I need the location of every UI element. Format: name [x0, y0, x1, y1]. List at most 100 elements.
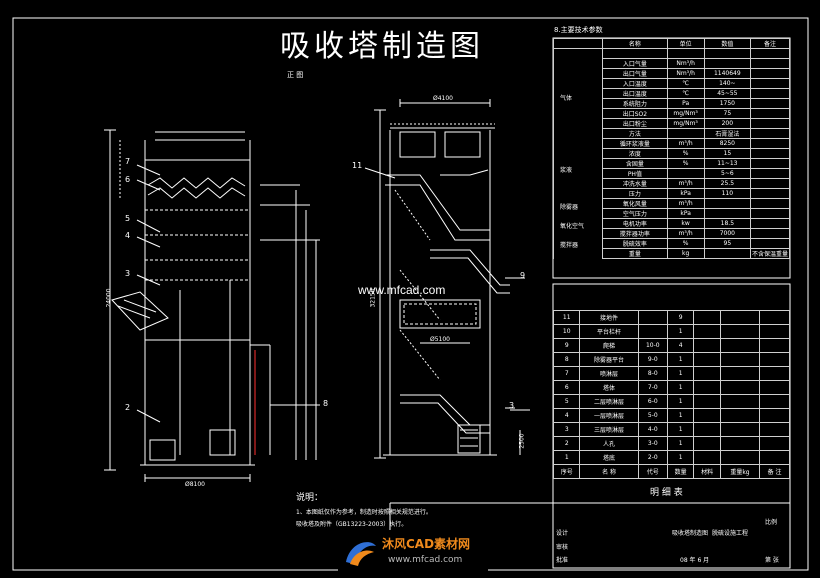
part-leaders [136, 164, 525, 423]
bom-header-cell: 材料 [693, 464, 721, 479]
bom-header-cell: 名 称 [579, 464, 639, 479]
bom-cell [719, 380, 761, 395]
params-cell: m³/h [666, 138, 705, 149]
params-cell [703, 58, 751, 69]
dimension-label: Ø8100 [185, 481, 205, 488]
bom-title: 明 细 表 [650, 488, 683, 498]
bom-cell: 三层喷淋层 [579, 422, 639, 437]
tower-front-view [104, 129, 320, 482]
params-cell: 不含保温重量 [749, 248, 791, 259]
params-cell [749, 168, 791, 179]
params-cell: 11~13 [703, 158, 751, 169]
note-2: 吸收塔及附件（GB13223-2003）执行。 [296, 521, 408, 528]
params-cell: 140~ [703, 78, 751, 89]
bom-cell [719, 310, 761, 325]
bom-cell [759, 422, 790, 437]
params-header-cell: 名称 [602, 38, 668, 49]
params-group: 浆液 [560, 167, 573, 174]
params-cell: 系统阻力 [602, 98, 668, 109]
bom-cell [719, 352, 761, 367]
bom-cell: 1 [666, 450, 695, 465]
bom-cell [759, 436, 790, 451]
params-cell: 出口温度 [602, 88, 668, 99]
params-row: 浓度%15 [552, 148, 791, 159]
bom-cell: 3-0 [637, 436, 668, 451]
params-header-cell: 备注 [749, 38, 791, 49]
params-cell [749, 88, 791, 99]
bom-cell [719, 338, 761, 353]
bom-cell: 塔体 [579, 380, 639, 395]
bom-cell [693, 436, 721, 451]
params-cell: mg/Nm³ [666, 108, 705, 119]
part-label: 11 [352, 161, 363, 170]
title-block-company: 脱硫设施工程 [712, 530, 749, 537]
params-cell [703, 48, 751, 59]
params-cell: 浓度 [602, 148, 668, 159]
params-cell: 1750 [703, 98, 751, 109]
params-row [552, 48, 791, 59]
params-cell: 空气压力 [602, 208, 668, 219]
params-cell: 电机功率 [602, 218, 668, 229]
params-cell: Pa [666, 98, 705, 109]
bom-cell [693, 394, 721, 409]
params-cell: 冲洗水量 [602, 178, 668, 189]
bom-cell: 4 [552, 408, 581, 423]
bom-cell: 1 [666, 366, 695, 381]
title-block-check: 审核 [556, 544, 569, 551]
bom-cell [719, 436, 761, 451]
params-cell: 110 [703, 188, 751, 199]
params-cell: ℃ [666, 78, 705, 89]
params-row: 方法石膏湿法 [552, 128, 791, 139]
params-cell: 搅拌器功率 [602, 228, 668, 239]
params-cell: 含固量 [602, 158, 668, 169]
params-cell [703, 208, 751, 219]
title-block-approve: 批准 [556, 557, 569, 564]
params-cell: m³/h [666, 198, 705, 209]
bom-cell [637, 310, 668, 325]
params-cell [749, 188, 791, 199]
bom-cell: 2-0 [637, 450, 668, 465]
bom-cell [759, 324, 790, 339]
params-cell: kw [666, 218, 705, 229]
bom-cell: 5-0 [637, 408, 668, 423]
part-label: 2 [125, 403, 131, 412]
bom-cell: 1 [666, 380, 695, 395]
bom-cell: 7 [552, 366, 581, 381]
params-cell: 石膏湿法 [703, 128, 751, 139]
bom-cell: 10-0 [637, 338, 668, 353]
bom-cell [693, 380, 721, 395]
params-group: 搅拌器 [560, 242, 579, 249]
params-cell: 重量 [602, 248, 668, 259]
bom-cell: 6 [552, 380, 581, 395]
logo-url: www.mfcad.com [388, 555, 463, 565]
logo-icon [346, 542, 376, 566]
dimension-label: Ø4100 [433, 95, 453, 102]
params-cell: 压力 [602, 188, 668, 199]
title-block-scale: 比例 [765, 519, 778, 526]
params-cell: 15 [703, 148, 751, 159]
params-cell [749, 158, 791, 169]
bom-cell: 7-0 [637, 380, 668, 395]
bom-cell [759, 408, 790, 423]
params-cell: 75 [703, 108, 751, 119]
part-label: 9 [520, 271, 526, 280]
bom-cell: 8 [552, 352, 581, 367]
params-cell: 循环浆液量 [602, 138, 668, 149]
params-cell [749, 198, 791, 209]
params-cell [749, 208, 791, 219]
params-cell: 18.5 [703, 218, 751, 229]
bom-cell: 2 [552, 436, 581, 451]
params-cell: 1140649 [703, 68, 751, 79]
bom-cell [719, 450, 761, 465]
bom-header-cell: 重量kg [719, 464, 761, 479]
